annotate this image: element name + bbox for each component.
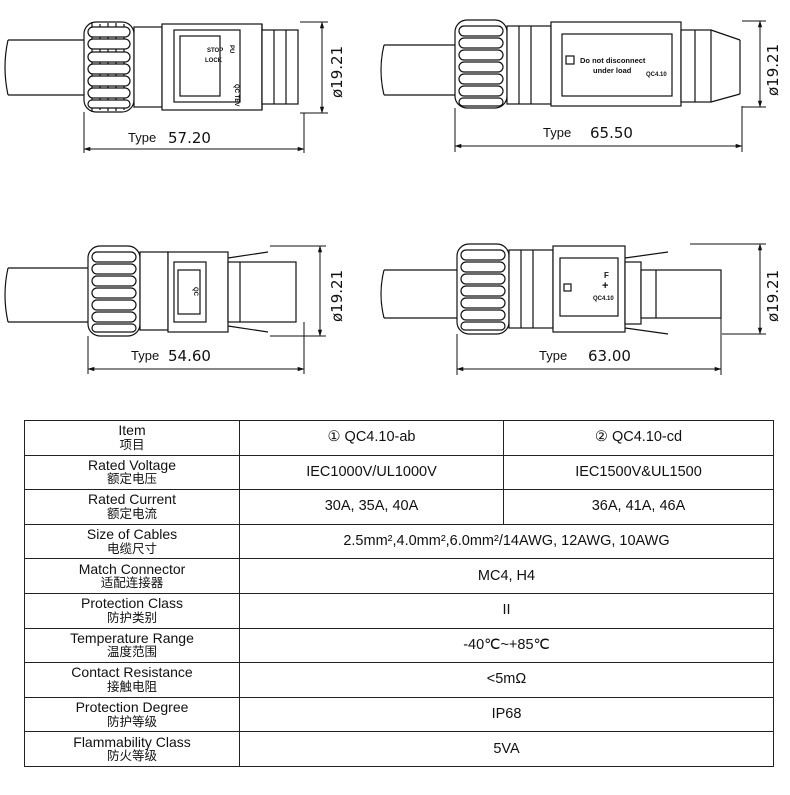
face-text-plus: +: [602, 280, 608, 292]
row-label-en: Protection Class: [81, 595, 183, 612]
row-value-col2: IEC1500V&UL1500: [503, 454, 774, 491]
table-row: Size of Cables 电缆尺寸 2.5mm²,4.0mm²,6.0mm²…: [24, 523, 774, 560]
diameter-label-3: ø19.21: [328, 270, 346, 322]
table-row: Protection Class 防护类别 II: [24, 592, 774, 629]
row-value-col2: 36A, 41A, 46A: [503, 489, 774, 525]
type-label-3: Type: [131, 348, 159, 363]
dim-diameter-1: [300, 21, 328, 114]
length-label-4: 63.00: [588, 347, 631, 365]
table-row: Match Connector 适配连接器 MC4, H4: [24, 558, 774, 594]
row-label-zh: 温度范围: [106, 644, 157, 660]
table-row: Contact Resistance 接触电阻 <5mΩ: [24, 662, 774, 698]
row-label-en: Rated Current: [88, 491, 176, 508]
length-label-1: 57.20: [168, 129, 211, 147]
dim-length-3: [87, 322, 305, 374]
row-value-merged: MC4, H4: [239, 558, 774, 594]
row-value-merged: II: [239, 592, 774, 629]
row-label-zh: 适配连接器: [100, 575, 164, 591]
header-item-en: Item: [118, 422, 146, 439]
drawing-qc410-a: [4, 21, 299, 113]
row-label-en: Contact Resistance: [71, 664, 193, 681]
diameter-label-1: ø19.21: [328, 46, 346, 98]
row-value-col1: IEC1000V/UL1000V: [239, 454, 504, 491]
type-label-4: Type: [539, 348, 567, 363]
diameter-label-2: ø19.21: [764, 44, 782, 96]
row-label-cell: Flammability Class 防火等级: [24, 731, 240, 767]
table-row: Flammability Class 防火等级 5VA: [24, 731, 774, 767]
table-row: Temperature Range 温度范围 -40℃~+85℃: [24, 627, 774, 664]
header-item-cell: Item 项目: [24, 420, 240, 456]
row-label-cell: Contact Resistance 接触电阻: [24, 662, 240, 698]
diameter-label-4: ø19.21: [764, 270, 782, 322]
row-label-cell: Size of Cables 电缆尺寸: [24, 523, 240, 560]
header-item-zh: 项目: [119, 436, 145, 452]
row-label-zh: 防火等级: [106, 748, 157, 764]
row-label-zh: 防护类别: [106, 609, 157, 625]
length-label-3: 54.60: [168, 347, 211, 365]
table-row: Rated Current 额定电流 30A, 35A, 40A 36A, 41…: [24, 489, 774, 525]
row-label-cell: Protection Degree 防护等级: [24, 696, 240, 733]
type-label-1: Type: [128, 130, 156, 145]
row-label-cell: Temperature Range 温度范围: [24, 627, 240, 664]
row-label-zh: 额定电流: [106, 505, 157, 521]
type-label-2: Type: [543, 125, 571, 140]
row-value-merged: <5mΩ: [239, 662, 774, 698]
row-label-zh: 防护等级: [106, 713, 157, 729]
face-text-lock: LOCK: [205, 58, 223, 64]
table-header-row: Item 项目 ① QC4.10-ab ② QC4.10-cd: [24, 420, 774, 456]
row-label-en: Rated Voltage: [88, 456, 176, 473]
row-label-zh: 电缆尺寸: [106, 540, 157, 556]
header-col1: ① QC4.10-ab: [239, 420, 504, 456]
drawing-qc410-d: [380, 243, 722, 335]
spec-table: Item 项目 ① QC4.10-ab ② QC4.10-cd Rated Vo…: [24, 420, 774, 767]
row-value-merged: 5VA: [239, 731, 774, 767]
dim-diameter-4: [690, 243, 766, 335]
face-text-qc-b: QC: [192, 287, 198, 297]
row-label-cell: Rated Voltage 额定电压: [24, 454, 240, 491]
face-text-qc410-d: QC4.10: [593, 296, 614, 302]
header-col2: ② QC4.10-cd: [503, 420, 774, 456]
row-label-en: Protection Degree: [75, 699, 189, 716]
drawing-qc410-c: [380, 19, 741, 109]
dim-length-4: [456, 318, 722, 375]
face-text-under-load: under load: [593, 66, 632, 75]
row-value-col1: 30A, 35A, 40A: [239, 489, 504, 525]
face-text-stop: STOP: [207, 48, 223, 54]
face-text-do-not-disconnect: Do not disconnect: [580, 56, 646, 65]
row-value-merged: IP68: [239, 696, 774, 733]
row-label-cell: Match Connector 适配连接器: [24, 558, 240, 594]
row-label-en: Match Connector: [78, 560, 186, 577]
row-label-zh: 额定电压: [106, 471, 157, 487]
dim-diameter-3: [270, 245, 326, 337]
dim-length-1: [83, 112, 305, 153]
dim-length-2: [454, 106, 743, 152]
face-text-qc410-c: QC4.10: [646, 72, 667, 78]
face-text-qc: QC TEV: [233, 84, 239, 106]
row-label-cell: Rated Current 额定电流: [24, 489, 240, 525]
row-label-cell: Protection Class 防护类别: [24, 592, 240, 629]
row-label-en: Temperature Range: [70, 629, 194, 646]
dim-diameter-2: [742, 20, 766, 108]
row-label-zh: 接触电阻: [106, 678, 157, 694]
row-label-en: Size of Cables: [86, 526, 178, 543]
row-value-merged: 2.5mm²,4.0mm²,6.0mm²/14AWG, 12AWG, 10AWG: [239, 523, 774, 560]
drawing-qc410-b: [4, 245, 297, 337]
row-label-en: Flammability Class: [73, 733, 191, 750]
connector-drawings: STOP LOCK QC TEV PU ø19.21 Type 57.20: [4, 19, 782, 375]
table-row: Protection Degree 防护等级 IP68: [24, 696, 774, 733]
face-text-pu: PU: [228, 45, 234, 53]
row-value-merged: -40℃~+85℃: [239, 627, 774, 664]
length-label-2: 65.50: [590, 124, 633, 142]
table-row: Rated Voltage 额定电压 IEC1000V/UL1000V IEC1…: [24, 454, 774, 491]
face-text-f: F: [604, 271, 609, 280]
